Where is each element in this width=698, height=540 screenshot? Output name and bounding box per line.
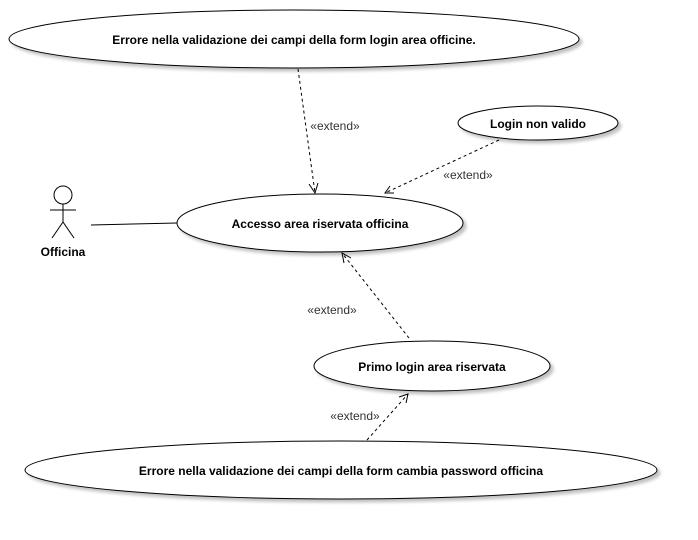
actor-right-leg xyxy=(62,221,75,239)
extend-arrow-first-login xyxy=(341,252,410,339)
use-case-access-label: Accesso area riservata officina xyxy=(232,217,409,231)
association-line xyxy=(90,222,178,226)
use-case-invalid-login[interactable]: Login non valido xyxy=(457,105,619,141)
use-case-first-login[interactable]: Primo login area riservata xyxy=(313,340,551,392)
extend-label-first-login: «extend» xyxy=(307,303,357,317)
extend-arrow-invalid-login xyxy=(384,139,500,194)
extend-label-invalid-login: «extend» xyxy=(443,168,493,182)
actor-head xyxy=(53,185,73,205)
extend-arrow-validation-password xyxy=(366,393,409,441)
use-case-validation-login[interactable]: Errore nella validazione dei campi della… xyxy=(8,9,580,69)
use-case-first-login-label: Primo login area riservata xyxy=(358,360,506,374)
use-case-invalid-login-label: Login non valido xyxy=(490,117,586,131)
extend-label-validation-password: «extend» xyxy=(330,409,380,423)
use-case-validation-login-label: Errore nella validazione dei campi della… xyxy=(112,33,475,47)
actor-name: Officina xyxy=(41,245,86,259)
extend-label-validation-login: «extend» xyxy=(310,119,360,133)
extend-arrow-validation-login xyxy=(297,68,319,195)
actor-left-leg xyxy=(51,221,64,239)
use-case-validation-password[interactable]: Errore nella validazione dei campi della… xyxy=(24,440,658,500)
use-case-validation-password-label: Errore nella validazione dei campi della… xyxy=(139,464,543,478)
use-case-access[interactable]: Accesso area riservata officina xyxy=(176,193,464,253)
actor-officina[interactable] xyxy=(50,185,76,239)
